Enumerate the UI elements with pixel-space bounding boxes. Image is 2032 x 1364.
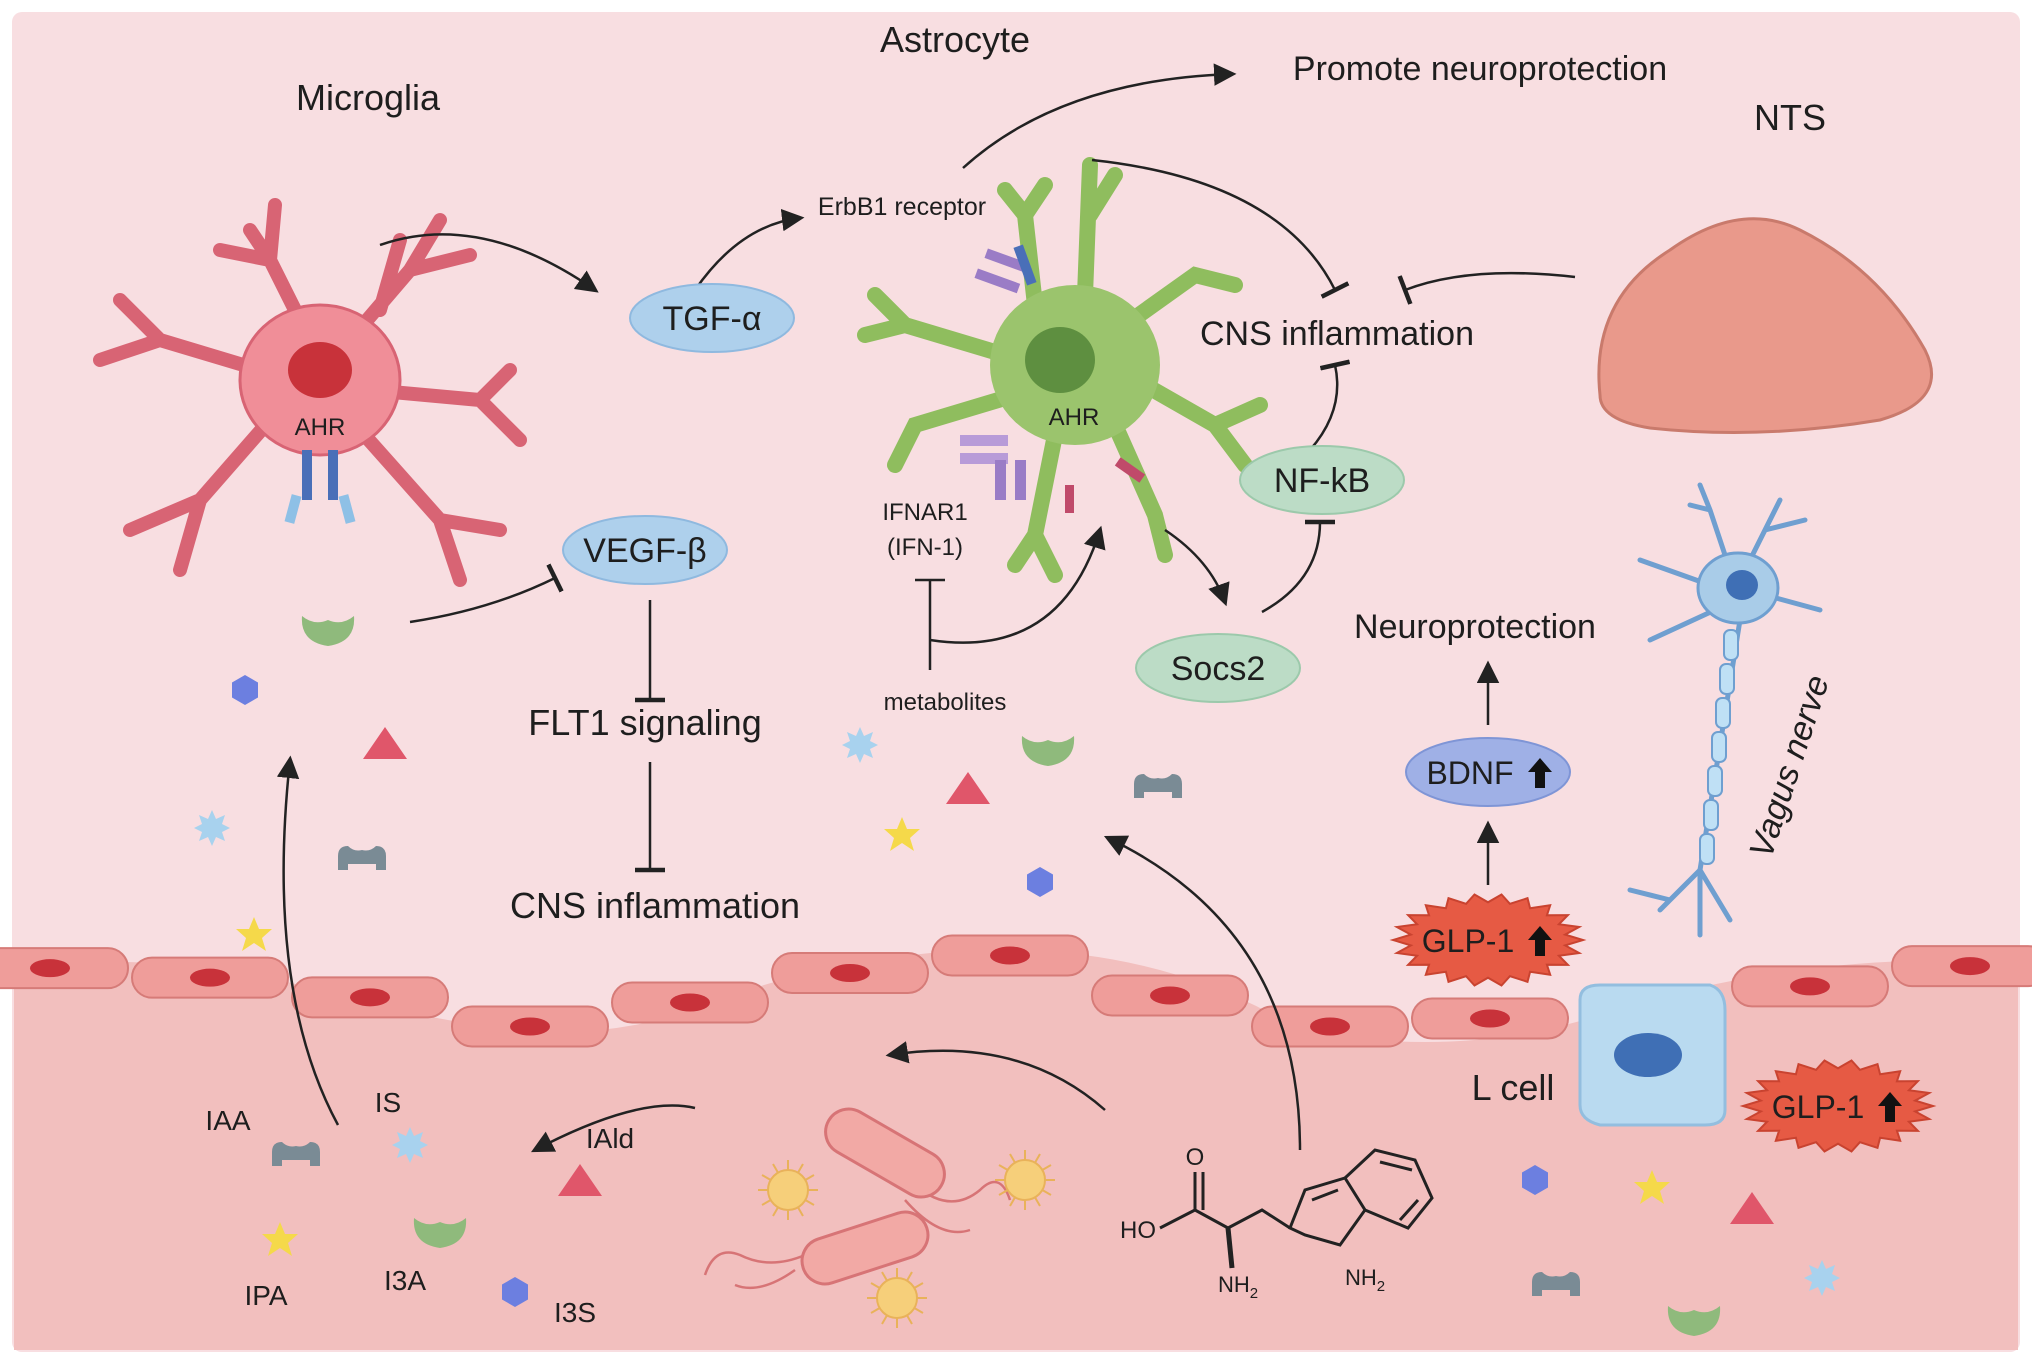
epithelial-cell (1411, 997, 1569, 1040)
epithelial-cell (1891, 945, 2032, 988)
epithelial-cell (451, 1005, 609, 1048)
astrocyte-ahr-label: AHR (1049, 404, 1100, 431)
epithelial-cell (0, 947, 129, 990)
nfkb-oval: NF-kB (1239, 445, 1405, 515)
tgf-alpha-oval: TGF-α (629, 283, 795, 353)
nfkb-label: NF-kB (1274, 462, 1370, 500)
tryptophan-ho-label: HO (1120, 1217, 1156, 1244)
arrow-to-promote (962, 63, 1237, 169)
arrow-metabolite-to-astro (929, 525, 1106, 644)
ifn1-label: (IFN-1) (887, 534, 963, 561)
astrocyte-title: Astrocyte (880, 19, 1030, 60)
glp1-gut-label: GLP-1 (1772, 1089, 1864, 1125)
gut-bacteria (703, 1107, 1055, 1328)
microglia-ahr-label: AHR (295, 414, 346, 441)
arrow-bacteria-to-metabolites (885, 1041, 1106, 1111)
epithelial-cell (1251, 1005, 1409, 1048)
glp1-brain-burst: GLP-1 (1389, 893, 1587, 987)
microglia-cell (93, 198, 527, 587)
epithelial-cell (611, 981, 769, 1024)
arrow-microglia-to-tgf (379, 233, 599, 293)
cns-inflammation-bottom-label: CNS inflammation (510, 885, 800, 926)
pathway-arrows (276, 63, 1576, 1153)
socs2-label: Socs2 (1171, 650, 1266, 688)
astrocyte-cell (857, 157, 1268, 583)
iaa-label: IAA (205, 1105, 250, 1136)
is-label: IS (375, 1087, 401, 1118)
tgf-alpha-label: TGF-α (663, 300, 762, 338)
arrow-tgf-to-erbb1 (693, 208, 805, 291)
indole-nh2-label: NH2 (1345, 1265, 1385, 1295)
burst-icon (194, 810, 230, 846)
arrow-tryptophan-to-brain (1103, 835, 1302, 1151)
epithelium-layer (0, 934, 2032, 1048)
vegf-beta-oval: VEGF-β (562, 515, 728, 585)
iald-label: IAld (586, 1123, 634, 1154)
epithelial-cell (931, 934, 1089, 977)
ipa-label: IPA (244, 1280, 287, 1311)
spore-icon (867, 1268, 927, 1328)
burst-icon (392, 1127, 428, 1163)
spore-icon (758, 1160, 818, 1220)
arrow-bacteria-to-iald (531, 1104, 696, 1153)
socs2-oval: Socs2 (1135, 633, 1301, 703)
microglia-title: Microglia (296, 77, 441, 118)
ifnar1-label: IFNAR1 (882, 499, 967, 526)
arrow-astro-to-socs2 (1164, 528, 1230, 607)
astrocyte-nucleus (1025, 327, 1095, 393)
vegf-beta-label: VEGF-β (583, 532, 706, 570)
epithelial-cell (131, 956, 289, 999)
bdnf-label: BDNF (1426, 755, 1513, 791)
inhibit-astro-to-cns (1091, 158, 1350, 299)
erbb1-receptor-label: ErbB1 receptor (818, 193, 986, 221)
tryptophan-nh2-label: NH2 (1218, 1272, 1258, 1302)
epithelial-cell (1731, 965, 1889, 1008)
i3s-label: I3S (554, 1297, 596, 1328)
inhibit-microglia-to-vegf (409, 563, 564, 624)
burst-icon (1804, 1260, 1840, 1296)
tryptophan-o-label: O (1186, 1144, 1205, 1171)
flt1-signaling-label: FLT1 signaling (528, 702, 761, 743)
arrow-gut-to-microglia (276, 755, 340, 1126)
cns-inflammation-top-label: CNS inflammation (1200, 315, 1474, 353)
burst-icon (842, 727, 878, 763)
promote-neuroprotection-label: Promote neuroprotection (1293, 50, 1667, 88)
gut-region-background (14, 949, 2018, 1350)
myelin-sheath (1699, 629, 1739, 865)
glp1-brain-label: GLP-1 (1422, 923, 1514, 959)
microglia-receptor (284, 450, 356, 524)
l-cell-nucleus (1614, 1033, 1682, 1077)
l-cell (1578, 983, 1727, 1127)
neuroprotection-label: Neuroprotection (1354, 608, 1596, 646)
i3a-label: I3A (384, 1265, 426, 1296)
l-cell-label: L cell (1472, 1067, 1555, 1108)
bdnf-oval: BDNF (1405, 737, 1571, 807)
astrocyte-receptors (960, 244, 1146, 513)
glp1-gut-burst: GLP-1 (1739, 1059, 1937, 1153)
nts-structure (1597, 217, 1934, 434)
tryptophan-molecule (1159, 1148, 1434, 1269)
neuron-nucleus (1726, 570, 1758, 600)
inhibit-nts-to-cns (1397, 271, 1576, 305)
epithelial-cell (1091, 974, 1249, 1017)
inhibit-nfkb-to-cns (1309, 359, 1351, 451)
vagus-neuron (1627, 482, 1823, 938)
microglia-nucleus (288, 342, 352, 398)
metabolites-label: metabolites (884, 689, 1007, 716)
epithelial-cell (771, 952, 929, 994)
inhibit-socs2-to-nfkb (1261, 519, 1336, 614)
spore-icon (995, 1150, 1055, 1210)
epithelial-cell (291, 976, 449, 1019)
nts-label: NTS (1754, 97, 1826, 138)
